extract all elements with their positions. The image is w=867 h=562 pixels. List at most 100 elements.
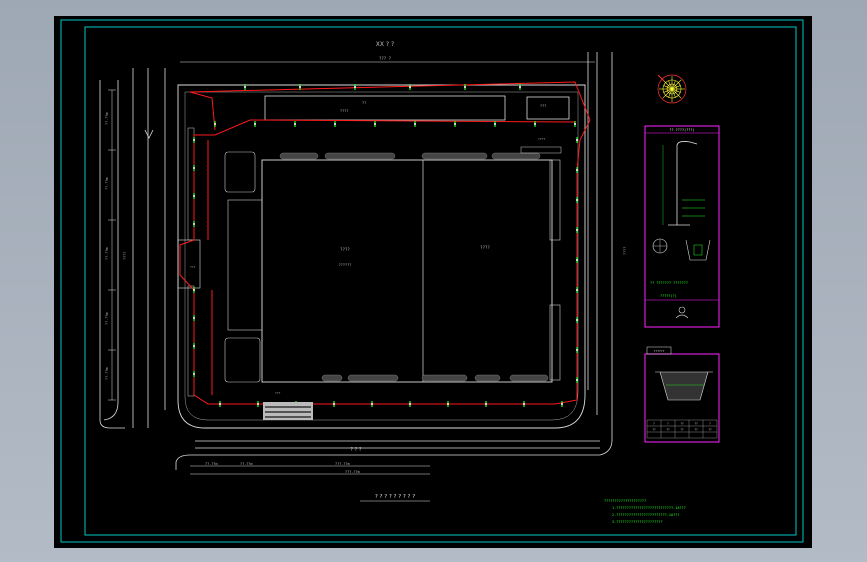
note-line-2: 1.???????????????????????????-1A???: [612, 506, 686, 510]
north-building-sub: ????: [340, 109, 348, 113]
street-light-icon: [576, 137, 578, 143]
street-light-icon: [333, 401, 335, 407]
west-annex: [227, 199, 263, 331]
trench-table: ?????????????????: [652, 422, 712, 432]
left-road-edge-inner: [103, 80, 119, 421]
gate-label-right: ????: [538, 137, 545, 141]
street-light-icon: [464, 84, 466, 90]
street-light-icon: [334, 121, 336, 127]
street-light-icon: [561, 401, 563, 407]
bottom-road-edge: [175, 454, 600, 470]
street-light-icon: [409, 84, 411, 90]
street-light-icon: [576, 317, 578, 323]
street-light-icon: [574, 121, 576, 127]
outer-frame: [60, 19, 804, 543]
right-edge-label: ????: [623, 247, 627, 255]
street-light-icon: [576, 227, 578, 233]
detail-caption-1: ?? ??????? ???????: [650, 281, 688, 285]
lighting-circuit: [179, 81, 591, 405]
street-light-icon: [576, 167, 578, 173]
note-line-3: 2.????????????????????????-1A???: [612, 513, 679, 517]
site-boundary: [177, 84, 586, 429]
detail-panel-trench[interactable]: ?????? ?????????????????: [644, 346, 720, 443]
north-building[interactable]: [264, 95, 506, 121]
east-annex-2: [549, 304, 561, 381]
northwest-annex: [224, 151, 256, 193]
north-arrow-small-icon: [144, 129, 154, 139]
trench-table-cell: ??: [708, 428, 712, 432]
bottom-dim-2: ??.??m: [240, 462, 253, 466]
gatehouse-strip: [520, 146, 562, 154]
detail-panel-pole[interactable]: ?? ????(???) ?? ??????? ??????? ?????(?): [644, 125, 720, 328]
note-line-4: 3.??????????????????????: [612, 520, 663, 524]
main-gate[interactable]: [177, 239, 201, 289]
street-light-icon: [523, 401, 525, 407]
street-light-icon: [193, 343, 195, 349]
inner-frame: [84, 26, 797, 536]
top-dimension: ??? ?: [379, 56, 392, 61]
street-light-icon: [193, 371, 195, 377]
street-light-icon: [193, 287, 195, 293]
northeast-building[interactable]: [526, 96, 570, 120]
street-light-icon: [193, 193, 195, 199]
detail-title-1: ?? ????(???): [669, 128, 694, 132]
street-light-icon: [254, 121, 256, 127]
left-edge-label: ????: [123, 252, 127, 260]
trench-table-cell: ??: [652, 428, 656, 432]
drawing-title: ? ? ? ? ? ? ? ? ?: [375, 494, 415, 500]
detail-title-2: ??????: [654, 349, 665, 353]
main-building-label-right: ????: [480, 245, 490, 250]
trench-table-header-cell: ?: [709, 422, 711, 426]
left-road-edge-outer: [99, 80, 125, 429]
street-light-icon: [447, 401, 449, 407]
street-light-icon: [193, 165, 195, 171]
bottom-dim-3: ???.??m: [335, 462, 350, 466]
north-building-label: ??: [362, 101, 366, 105]
gate-label-left: ???: [190, 265, 196, 269]
street-light-icon: [294, 121, 296, 127]
stamp-label: ???: [275, 391, 281, 395]
pole-foundation-icon: [685, 239, 711, 261]
street-light-icon: [409, 401, 411, 407]
street-light-icon: [193, 137, 195, 143]
trench-table-header-cell: ??: [694, 422, 698, 426]
trench-table-cell: ??: [666, 428, 670, 432]
street-light-icon: [299, 84, 301, 90]
bottom-dim-4: ???.??m: [345, 470, 360, 474]
detail-caption-2: ?????(?): [660, 294, 677, 298]
street-light-icon: [519, 84, 521, 90]
left-dim-5: ??.??m: [105, 367, 109, 380]
note-line-1: ????????????????????: [604, 499, 646, 503]
street-light-icon: [576, 197, 578, 203]
street-light-icon: [576, 287, 578, 293]
street-light-icon: [257, 401, 259, 407]
street-light-icon: [219, 401, 221, 407]
left-dim-1: ??.??m: [105, 112, 109, 125]
trench-table-header-cell: ?: [667, 422, 669, 426]
east-annex: [549, 159, 561, 241]
street-light-icon: [576, 257, 578, 263]
street-light-icon: [576, 347, 578, 353]
trench-table-cell: ??: [694, 428, 698, 432]
street-lights: [193, 84, 578, 407]
user-icon: [678, 306, 686, 314]
southwest-annex: [224, 337, 261, 383]
cable-trench-icon: [659, 371, 709, 401]
right-road-edge: [599, 52, 613, 456]
street-light-icon: [193, 221, 195, 227]
street-light-icon: [354, 84, 356, 90]
street-light-icon: [193, 315, 195, 321]
left-dimension-chain: [108, 89, 116, 401]
main-building-label-left: ????: [340, 247, 350, 252]
street-light-icon: [414, 121, 416, 127]
main-building-sub-left: ??????: [339, 263, 352, 267]
street-light-icon: [576, 377, 578, 383]
street-light-icon: [374, 121, 376, 127]
street-light-icon: [494, 121, 496, 127]
trench-table-cell: ??: [680, 428, 684, 432]
compass-rose-icon: [657, 74, 687, 104]
drawing-sheet: [54, 16, 812, 548]
left-dim-3: ??.??m: [105, 247, 109, 260]
bottom-road-label: ? ? ?: [350, 447, 361, 453]
